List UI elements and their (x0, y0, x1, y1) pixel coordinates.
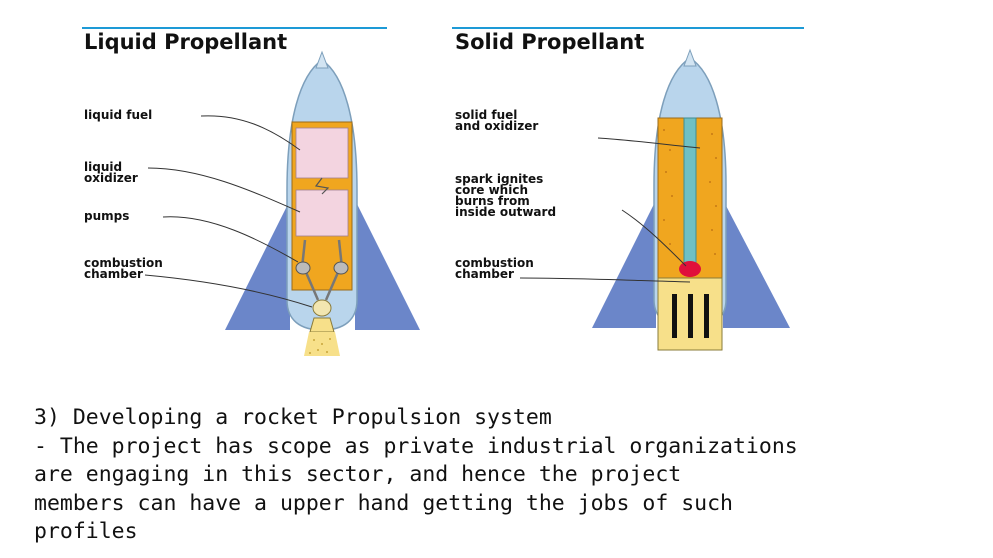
leader-solid-combustion (519, 277, 691, 283)
solid-core-channel (683, 117, 697, 269)
leader-liquid-oxidizer (147, 167, 301, 213)
caption-line: members can have a upper hand getting th… (34, 490, 733, 516)
combustion-bar-right (704, 294, 709, 338)
liquid-rocket-nose-tip (315, 50, 329, 69)
right-pump (333, 261, 349, 275)
liquid-fuel-tank (295, 127, 349, 179)
label-spark: spark ignites core which burns from insi… (455, 172, 557, 219)
liquid-pump-lines (300, 239, 344, 301)
caption-line: profiles (34, 519, 138, 544)
liquid-rocket-left-fin (225, 200, 290, 330)
liquid-nozzle (309, 317, 335, 333)
label-liquid-fuel: liquid fuel (84, 108, 153, 122)
label-liquid-oxidizer: liquid oxidizer (84, 160, 138, 185)
solid-rocket-nose-tip (683, 48, 697, 67)
label-pumps: pumps (84, 209, 130, 223)
caption-line: - The project has scope as private indus… (34, 433, 798, 459)
solid-title-rule (452, 27, 804, 29)
solid-rocket (519, 48, 790, 351)
label-solid-combustion-chamber: combustion chamber (455, 256, 534, 281)
leader-liquid-fuel (200, 115, 301, 151)
solid-grain-texture (663, 129, 717, 255)
liquid-oxidizer-tank (295, 189, 349, 237)
leader-pumps (162, 216, 299, 263)
solid-rocket-right-fin (723, 200, 790, 328)
label-solid-fuel: solid fuel and oxidizer (455, 108, 539, 133)
leader-solid-fuel (597, 137, 701, 149)
propellant-diagram (144, 48, 790, 356)
combustion-bar-left (672, 294, 677, 338)
liquid-title-rule (82, 27, 387, 29)
caption-text: 3) Developing a rocket Propulsion system… (34, 404, 984, 547)
caption-line-heading: 3) Developing a rocket Propulsion system (34, 405, 552, 430)
combustion-bar-middle (688, 294, 693, 338)
liquid-rocket (144, 50, 420, 356)
leader-spark (621, 209, 687, 267)
solid-rocket-left-fin (592, 200, 656, 328)
left-pump (295, 261, 311, 275)
leader-liquid-combustion (144, 274, 313, 308)
fuel-line (314, 177, 330, 195)
liquid-exhaust-dots (309, 338, 331, 354)
liquid-combustion-chamber (312, 299, 332, 317)
liquid-rocket-right-fin (355, 200, 420, 330)
spark-ignition (679, 261, 701, 277)
label-liquid-combustion-chamber: combustion chamber (84, 256, 163, 281)
solid-panel-title: Solid Propellant (455, 30, 645, 54)
caption-line: are engaging in this sector, and hence t… (34, 462, 682, 487)
liquid-panel-title: Liquid Propellant (84, 30, 288, 54)
